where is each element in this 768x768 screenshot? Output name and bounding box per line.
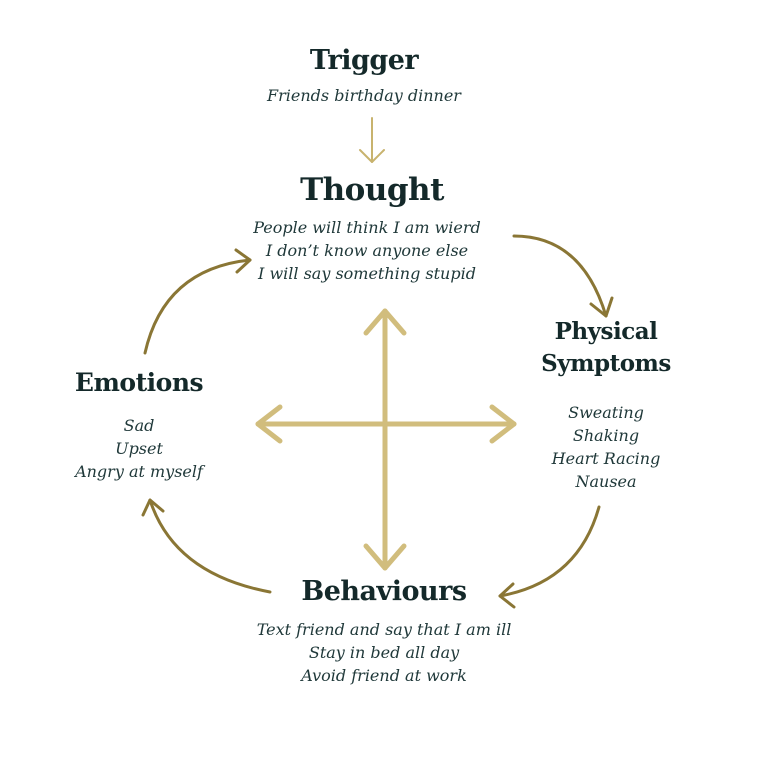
thought-to-physical-arrow	[512, 234, 614, 318]
thought-item: People will think I am wierd	[253, 218, 481, 237]
arrowhead-right	[489, 404, 517, 444]
trigger-item: Friends birthday dinner	[267, 86, 461, 105]
physical-title-line: Symptoms	[541, 350, 671, 377]
emotions-title: Emotions	[74, 368, 204, 397]
behaviours-item: Avoid friend at work	[301, 666, 467, 685]
physical-item: Nausea	[575, 472, 637, 491]
physical-symptoms-items: Sweating Shaking Heart Racing Nausea	[526, 401, 686, 493]
thought-title: Thought	[300, 172, 444, 208]
center-cross-arrows	[255, 308, 517, 571]
emotions-to-thought-arrow	[143, 248, 252, 355]
physical-title-line: Physical	[554, 318, 658, 345]
behaviours-title: Behaviours	[301, 576, 467, 607]
arrowhead-up	[363, 308, 407, 336]
physical-symptoms-title: Physical Symptoms	[516, 316, 696, 380]
physical-to-behaviours-arrow	[498, 505, 601, 609]
physical-item: Shaking	[572, 426, 640, 445]
behaviours-to-emotions-arrow	[141, 498, 272, 594]
thought-item: I will say something stupid	[258, 264, 476, 283]
behaviours-item: Text friend and say that I am ill	[256, 620, 512, 639]
behaviours-items: Text friend and say that I am ill Stay i…	[234, 618, 534, 687]
behaviours-item: Stay in bed all day	[308, 643, 460, 662]
trigger-items: Friends birthday dinner	[214, 84, 514, 107]
emotions-item: Angry at myself	[75, 462, 203, 481]
arrowhead-down	[363, 543, 407, 571]
emotions-items: Sad Upset Angry at myself	[54, 414, 224, 483]
arrowhead-left	[255, 404, 283, 444]
emotions-item: Upset	[115, 439, 163, 458]
thought-items: People will think I am wierd I don’t kno…	[212, 216, 522, 285]
physical-item: Heart Racing	[551, 449, 661, 468]
emotions-item: Sad	[123, 416, 155, 435]
trigger-title: Trigger	[309, 45, 419, 76]
trigger-to-thought-arrow	[359, 117, 385, 163]
thought-item: I don’t know anyone else	[265, 241, 469, 260]
physical-item: Sweating	[568, 403, 644, 422]
